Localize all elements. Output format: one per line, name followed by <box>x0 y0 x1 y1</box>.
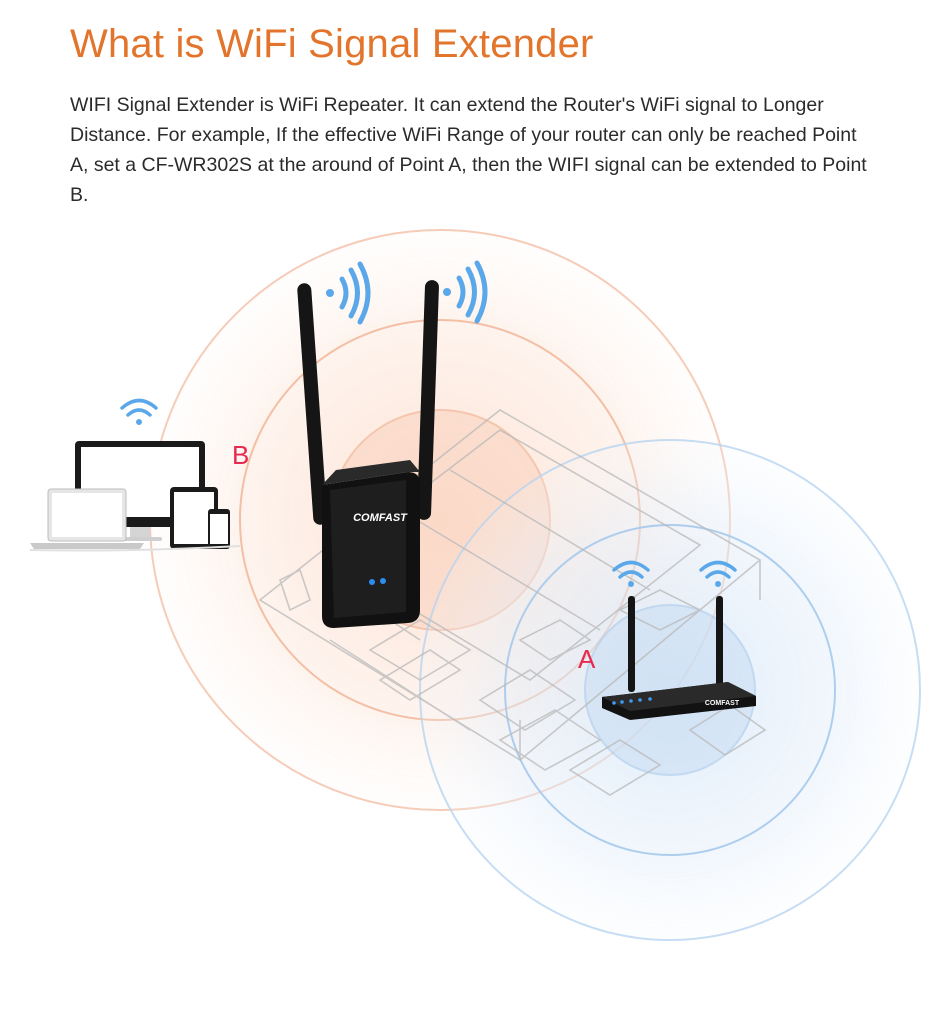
router-wifi-icon-right <box>699 560 737 587</box>
extender-brand: COMFAST <box>353 512 408 524</box>
wifi-icon <box>120 398 158 425</box>
phone <box>208 509 230 549</box>
point-b-label: B <box>232 440 250 470</box>
tablet <box>170 487 218 549</box>
extender-device: COMFAST <box>297 280 439 628</box>
laptop <box>30 488 144 549</box>
computer-devices-icon <box>29 398 241 552</box>
extender-wifi-waves-right <box>443 260 488 324</box>
router-device: COMFAST <box>602 596 756 720</box>
extender-antenna-left <box>297 283 328 525</box>
page-title: What is WiFi Signal Extender <box>70 22 594 66</box>
description: WIFI Signal Extender is WiFi Repeater. I… <box>70 94 867 206</box>
extender-wifi-waves-left <box>326 261 371 325</box>
router-brand: COMFAST <box>705 700 740 707</box>
router-wifi-icon-left <box>612 560 650 587</box>
point-a-label: A <box>578 644 596 674</box>
extender-antenna-right <box>417 280 439 520</box>
